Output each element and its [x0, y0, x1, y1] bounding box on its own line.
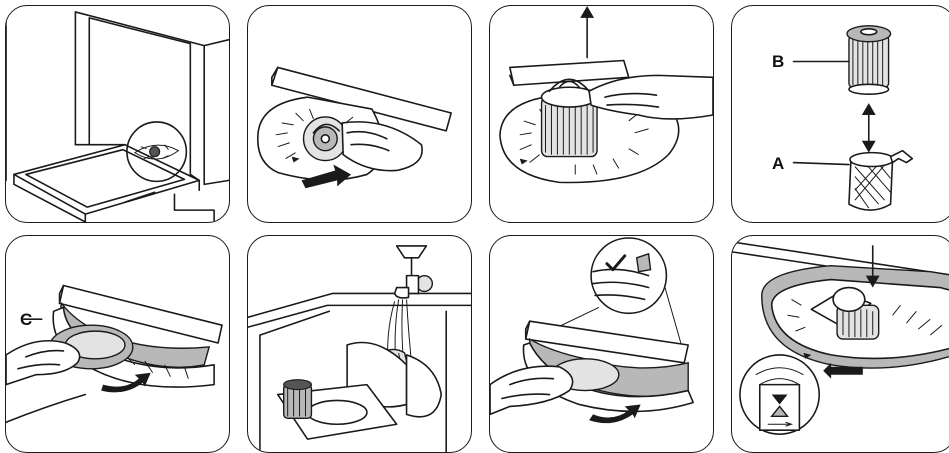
step-8-panel — [731, 235, 949, 453]
step-2-panel — [247, 5, 472, 223]
filter-twist-icon — [248, 6, 471, 222]
filter-lift-icon — [490, 6, 713, 222]
step-1-panel — [5, 5, 230, 223]
part-b-label: B — [772, 52, 784, 72]
step-5-panel: C — [5, 235, 230, 453]
filter-rinse-icon — [248, 236, 471, 452]
step-4-panel: B A — [731, 5, 949, 223]
step-7-panel — [489, 235, 714, 453]
step-6-panel — [247, 235, 472, 453]
step-3-panel — [489, 5, 714, 223]
dishwasher-open-icon — [6, 6, 229, 222]
flat-filter-remove-icon — [6, 236, 229, 452]
filter-parts-icon — [732, 6, 949, 222]
filter-lock-icon — [732, 236, 949, 452]
flat-filter-refit-icon — [490, 236, 713, 452]
part-a-label: A — [772, 154, 784, 174]
part-c-label: C — [20, 310, 32, 330]
